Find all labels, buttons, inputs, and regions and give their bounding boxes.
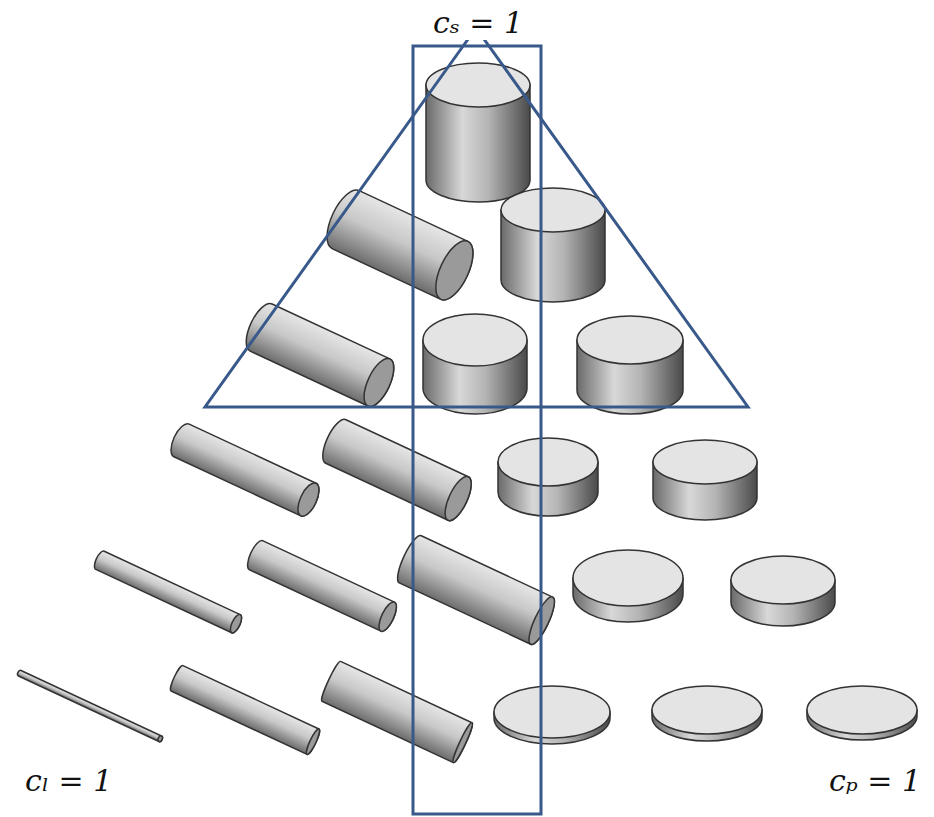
cylinder-top — [652, 686, 762, 734]
cylinder-top — [573, 550, 683, 606]
cylinder-top — [498, 438, 598, 486]
upright-cylinder — [501, 188, 605, 302]
upright-cylinder — [494, 686, 610, 744]
cylinder-top — [501, 188, 605, 232]
cylinder-top — [807, 686, 917, 734]
lying-cylinder — [240, 299, 400, 410]
cylinder-end — [428, 235, 480, 305]
upright-cylinder — [573, 550, 683, 622]
sphericity-label: cₛ = 1 — [430, 6, 526, 40]
cylinder-side — [318, 416, 477, 524]
lying-cylinder — [167, 421, 324, 520]
cylinder-side — [240, 299, 400, 410]
cylinder-end — [304, 728, 321, 756]
upright-cylinder — [498, 438, 598, 516]
cylinder-top — [494, 686, 610, 738]
cylinder-end — [451, 721, 475, 763]
cylinder-side — [393, 533, 559, 647]
cylinder-top — [423, 314, 527, 366]
lying-cylinder — [393, 533, 559, 647]
lying-cylinder — [319, 660, 474, 764]
lying-cylinder — [244, 538, 400, 633]
cylinder-end — [358, 354, 400, 410]
lying-cylinder — [17, 670, 164, 743]
cylinder-end — [294, 480, 324, 519]
overlay-triangle — [205, 28, 748, 407]
cylinder-side — [92, 550, 244, 635]
overlay-outlines — [205, 28, 748, 814]
lying-cylinder — [319, 185, 480, 306]
upright-cylinder — [577, 316, 683, 414]
upright-cylinder — [653, 440, 757, 520]
upright-cylinder — [423, 314, 527, 414]
cylinder-top — [426, 63, 530, 107]
cylinder-side — [319, 185, 480, 306]
cylinder-side — [244, 538, 400, 633]
upright-cylinder — [807, 686, 917, 740]
cylinder-end — [157, 735, 163, 742]
cylinder-top — [577, 316, 683, 364]
cylinder-side — [168, 664, 321, 755]
planarity-label: cₚ = 1 — [826, 764, 924, 798]
cylinder-side — [17, 670, 164, 743]
cylinder-top — [653, 440, 757, 484]
cylinder-side — [167, 421, 324, 520]
upright-cylinder — [731, 556, 835, 626]
cylinder-top — [731, 556, 835, 604]
lying-cylinder — [92, 550, 244, 635]
cylinder-side — [319, 660, 474, 764]
lying-cylinder — [318, 416, 477, 524]
lying-cylinder — [168, 664, 321, 755]
upright-cylinder — [652, 686, 762, 741]
cylinder-end — [228, 613, 244, 635]
overlay-rectangle — [413, 46, 541, 814]
cylinder-end — [440, 473, 477, 524]
cylinder-end — [376, 600, 400, 634]
linearity-label: cₗ = 1 — [22, 764, 115, 798]
